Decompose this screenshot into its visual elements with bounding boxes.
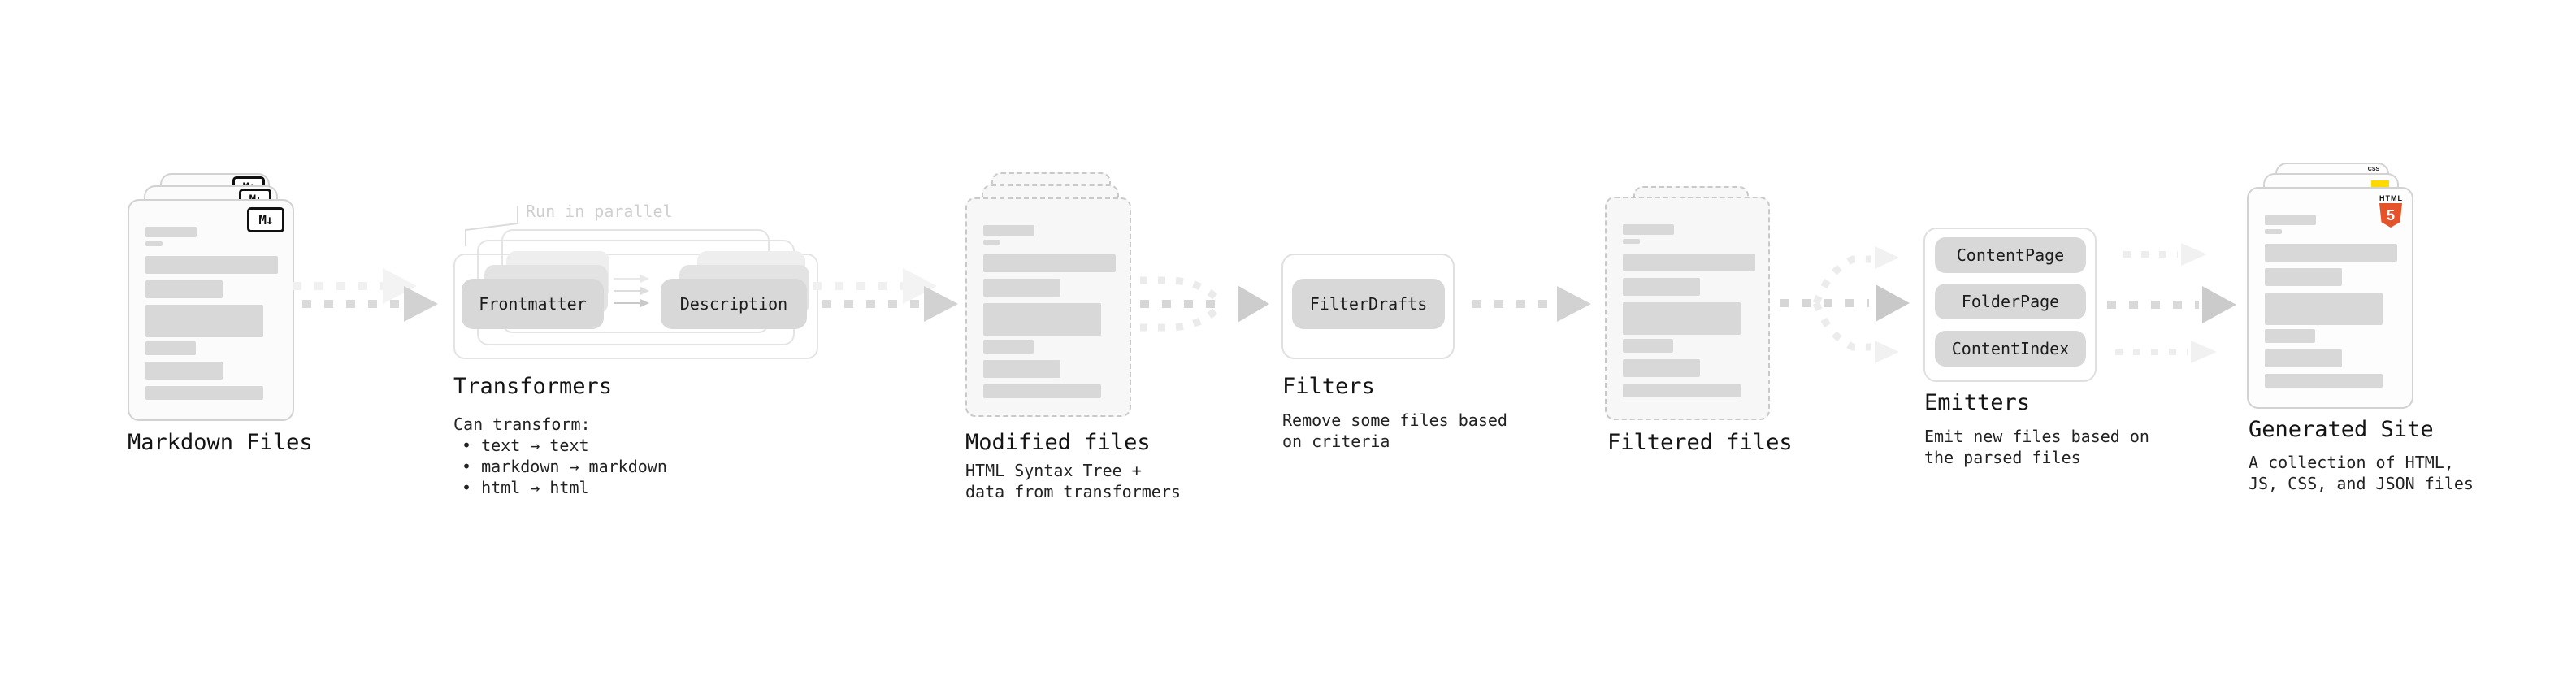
generated-site-desc: A collection of HTML, <box>2249 453 2454 472</box>
document-skeleton-lines <box>145 227 278 400</box>
filterdrafts-pill: FilterDrafts <box>1292 279 1445 329</box>
run-in-parallel-label: Run in parallel <box>526 202 673 221</box>
filtered-files-title: Filtered files <box>1607 430 1793 455</box>
modified-file-card-front <box>965 197 1131 417</box>
modified-files-desc: data from transformers <box>965 482 1181 501</box>
transformer-layer-front <box>453 254 818 359</box>
document-skeleton-lines <box>983 225 1116 398</box>
arrow-filtered-to-emitters-split <box>1780 246 1910 363</box>
contentpage-pill: ContentPage <box>1935 237 2086 273</box>
arrow-transformers-to-modified <box>813 268 958 322</box>
markdown-icon: M↓ <box>247 207 284 232</box>
filters-desc: Remove some files based <box>1282 410 1507 430</box>
frontmatter-pill: Frontmatter <box>462 279 604 329</box>
transformers-bullet: • html → html <box>462 478 589 497</box>
arrow-filters-to-filtered <box>1472 286 1591 322</box>
generated-html-file-card: HTML 5 <box>2247 187 2413 409</box>
filters-title: Filters <box>1282 374 1375 399</box>
document-skeleton-lines <box>1623 224 1755 397</box>
folderpage-pill: FolderPage <box>1935 284 2086 319</box>
contentindex-pill: ContentIndex <box>1935 331 2086 367</box>
transformers-bullet: • markdown → markdown <box>462 457 667 476</box>
document-skeleton-lines <box>2265 215 2397 388</box>
transformers-desc-heading: Can transform: <box>453 414 591 434</box>
emitters-title: Emitters <box>1924 390 2031 415</box>
modified-files-title: Modified files <box>965 430 1151 455</box>
filters-desc: on criteria <box>1282 432 1390 451</box>
arrows-emitters-to-generated <box>2107 243 2236 363</box>
description-pill: Description <box>661 279 807 329</box>
html5-icon: HTML 5 <box>2379 194 2402 228</box>
emitters-desc: Emit new files based on <box>1924 427 2149 446</box>
markdown-file-card-front: M↓ <box>128 199 294 421</box>
generated-site-desc: JS, CSS, and JSON files <box>2249 474 2474 493</box>
run-in-parallel-callout-line <box>465 206 518 246</box>
transformer-step-arrows <box>614 275 649 307</box>
transformers-bullet: • text → text <box>462 436 589 455</box>
arrow-markdown-to-transformers <box>293 268 438 322</box>
modified-files-desc: HTML Syntax Tree + <box>965 461 1142 480</box>
markdown-files-title: Markdown Files <box>128 430 313 455</box>
filtered-file-card-front <box>1605 197 1770 420</box>
transformers-title: Transformers <box>453 374 613 399</box>
arrow-modified-to-filters-merge <box>1140 276 1269 332</box>
generated-site-title: Generated Site <box>2249 417 2434 442</box>
js-file-icon <box>2371 180 2389 189</box>
emitters-desc: the parsed files <box>1924 448 2081 467</box>
